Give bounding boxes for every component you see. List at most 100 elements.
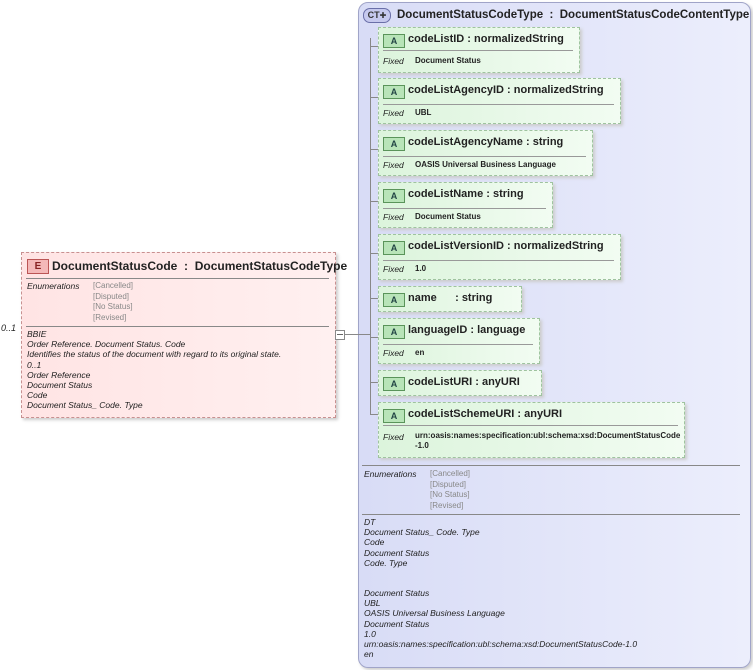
attribute-separator <box>383 425 678 426</box>
attribute-box-codelistversionid[interactable]: A codeListVersionID : normalizedString F… <box>378 234 621 280</box>
attribute-badge: A <box>383 137 405 151</box>
attribute-badge: A <box>383 85 405 99</box>
complex-type-colon: : <box>546 9 557 21</box>
fixed-value: 1.0 <box>415 264 427 273</box>
annotation-line: Order Reference. Document Status. Code <box>27 339 186 350</box>
attribute-separator <box>383 104 614 105</box>
attribute-name: codeListURI <box>408 376 473 388</box>
attribute-badge: A <box>383 293 405 307</box>
fixed-label: Fixed <box>383 264 404 274</box>
attribute-separator <box>383 344 533 345</box>
element-colon: : <box>180 259 192 273</box>
attribute-type: anyURI <box>481 376 520 388</box>
ct-annotation-separator <box>362 514 740 515</box>
complex-type-name: DocumentStatusCodeType <box>397 9 544 21</box>
attribute-separator <box>383 50 573 51</box>
attribute-name: name <box>408 292 437 304</box>
attribute-type: normalizedString <box>513 84 604 96</box>
fixed-value: Document Status <box>415 212 481 221</box>
attribute-box-codelisturi[interactable]: A codeListURI : anyURI <box>378 370 542 396</box>
element-title-separator <box>26 278 329 279</box>
annotation-line: Document Status_ Code. Type <box>27 400 143 411</box>
fixed-label: Fixed <box>383 348 404 358</box>
attribute-name: codeListVersionID <box>408 240 504 252</box>
attribute-type: string <box>461 292 493 304</box>
enum-value: [Disputed] <box>93 291 130 301</box>
element-enumeration-list: [Cancelled] [Disputed] [No Status] [Revi… <box>93 281 133 323</box>
annotation-line: Identifies the status of the document wi… <box>27 349 282 360</box>
annotation-line: BBIE <box>27 329 47 339</box>
attribute-branch <box>370 382 378 383</box>
attribute-branch <box>370 149 378 150</box>
attribute-name: codeListName <box>408 188 484 200</box>
attribute-box-codelistname[interactable]: A codeListName : string Fixed Document S… <box>378 182 553 228</box>
attribute-branch <box>370 201 378 202</box>
attribute-name: codeListSchemeURI <box>408 408 515 420</box>
element-name: DocumentStatusCode <box>52 259 178 273</box>
fixed-label: Fixed <box>383 56 404 66</box>
attribute-branch <box>370 46 378 47</box>
enum-value: [Revised] <box>93 312 127 322</box>
enum-value: [Disputed] <box>430 479 467 489</box>
fixed-value: urn:oasis:names:specification:ubl:schema… <box>415 431 681 450</box>
annotation-line: DT <box>364 517 376 527</box>
enum-value: [No Status] <box>93 302 133 311</box>
element-title: DocumentStatusCode : DocumentStatusCodeT… <box>52 259 347 273</box>
annotation-line: Document Status <box>364 618 430 629</box>
annotation-line: Document Status <box>364 588 430 598</box>
fixed-value: UBL <box>415 108 432 117</box>
annotation-line: Document Status <box>364 547 430 558</box>
cardinality-label: 0..1 <box>1 323 17 333</box>
attribute-badge: A <box>383 189 405 203</box>
attribute-branch <box>370 337 378 338</box>
attribute-bus-link <box>358 334 370 335</box>
collapse-toggle-icon[interactable] <box>335 330 345 340</box>
attribute-badge: A <box>383 409 405 423</box>
annotation-line: 0..1 <box>27 359 42 370</box>
attribute-type: normalizedString <box>474 33 564 45</box>
enum-value: [Cancelled] <box>93 281 134 290</box>
annotation-line: OASIS Universal Business Language <box>364 608 505 619</box>
attribute-bus-line <box>370 38 371 414</box>
attribute-box-languageid[interactable]: A languageID : language Fixed en <box>378 318 540 364</box>
complex-type-title: DocumentStatusCodeType : DocumentStatusC… <box>397 9 749 21</box>
attribute-box-codelistagencyname[interactable]: A codeListAgencyName : string Fixed OASI… <box>378 130 593 176</box>
fixed-label: Fixed <box>383 212 404 222</box>
attribute-name: codeListAgencyID <box>408 84 504 96</box>
attribute-badge: A <box>383 34 405 48</box>
attribute-box-codelistschemeuri[interactable]: A codeListSchemeURI : anyURI Fixed urn:o… <box>378 402 685 458</box>
annotation-line: 1.0 <box>364 628 376 639</box>
connector-line <box>335 334 358 335</box>
attribute-branch <box>370 414 378 415</box>
ct-enumerations-separator <box>362 465 740 466</box>
attribute-badge: A <box>383 241 405 255</box>
element-annotation-separator <box>26 326 329 327</box>
attribute-branch <box>370 298 378 299</box>
annotation-line: UBL <box>364 598 381 609</box>
attribute-name: codeListID <box>408 33 465 45</box>
fixed-label: Fixed <box>383 160 404 170</box>
attribute-type: language <box>477 324 526 336</box>
attribute-type: string <box>532 136 564 148</box>
element-box[interactable]: E DocumentStatusCode : DocumentStatusCod… <box>21 252 347 418</box>
annotation-line: Code <box>364 537 385 548</box>
fixed-value: OASIS Universal Business Language <box>415 160 556 169</box>
attribute-box-codelistid[interactable]: A codeListID : normalizedString Fixed Do… <box>378 27 580 73</box>
attribute-badge: A <box>383 325 405 339</box>
fixed-label: Fixed <box>383 108 404 118</box>
attribute-separator <box>383 260 614 261</box>
attribute-branch <box>370 253 378 254</box>
attribute-box-codelistagencyid[interactable]: A codeListAgencyID : normalizedString Fi… <box>378 78 621 124</box>
ct-enumeration-list: [Cancelled] [Disputed] [No Status] [Revi… <box>430 469 470 511</box>
attribute-separator <box>383 156 586 157</box>
attribute-name: languageID <box>408 324 468 336</box>
attribute-type: normalizedString <box>513 240 604 252</box>
annotation-line: Document Status <box>27 380 93 391</box>
element-badge: E <box>27 259 49 274</box>
fixed-value: en <box>415 348 425 357</box>
annotation-line: Order Reference <box>27 369 91 380</box>
complex-type-badge: CT✚ <box>363 8 391 23</box>
attribute-type: string <box>492 188 524 200</box>
attribute-box-name[interactable]: A name : string <box>378 286 522 312</box>
annotation-line: Code. Type <box>364 557 408 568</box>
